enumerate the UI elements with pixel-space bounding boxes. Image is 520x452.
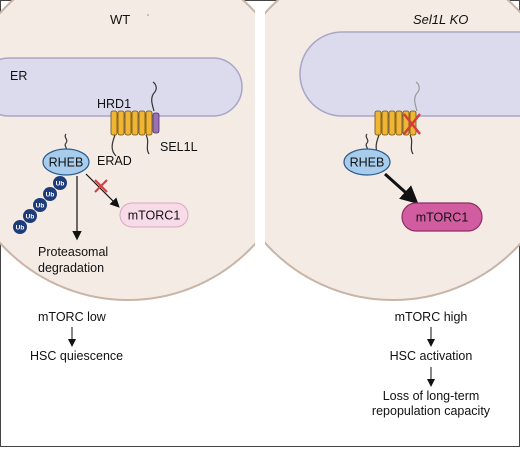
wt-outcome-hsc: HSC quiescence xyxy=(30,349,123,363)
wt-rheb-label: RHEB xyxy=(49,156,84,170)
ko-mtorc1 xyxy=(401,202,483,232)
sel1l-protein xyxy=(152,112,160,134)
ko-er-membrane xyxy=(299,31,520,117)
wt-mtorc1-label: mTORC1 xyxy=(128,209,181,223)
ubiquitin-chain: Ub Ub Ub Ub Ub xyxy=(13,176,67,234)
er-label: ER xyxy=(10,69,27,83)
ko-outcome-loss-line2: repopulation capacity xyxy=(372,404,491,418)
hrd1-label: HRD1 xyxy=(97,97,131,111)
ko-outcome-mtorc: mTORC high xyxy=(395,310,468,324)
ub-label: Ub xyxy=(26,214,35,221)
ko-mtorc1-label: mTORC1 xyxy=(416,211,469,225)
ub-label: Ub xyxy=(16,225,25,232)
wt-rheb xyxy=(42,148,90,176)
wt-inhibition-x-icon xyxy=(94,179,108,193)
ko-rheb-label: RHEB xyxy=(350,156,385,170)
sel1l-label: SEL1L xyxy=(160,140,198,154)
ko-rheb xyxy=(343,148,391,176)
wt-cell xyxy=(0,0,255,301)
ub-label: Ub xyxy=(36,203,45,210)
ub-label: Ub xyxy=(56,181,65,188)
ub-label: Ub xyxy=(46,192,55,199)
wt-rheb-mtorc1-arrow xyxy=(85,173,120,208)
erad-label: ERAD xyxy=(97,154,132,168)
ko-rheb-mtorc1-arrow xyxy=(383,172,419,205)
ko-sel1l-deleted-x-icon xyxy=(403,113,421,135)
wt-title: WT xyxy=(110,12,130,27)
ko-outcome-loss-line1: Loss of long-term xyxy=(383,389,480,403)
wt-hrd1-complex xyxy=(110,81,160,157)
ko-outcome-hsc: HSC activation xyxy=(390,349,473,363)
ko-title: Sel1L KO xyxy=(413,12,468,27)
wt-outcome-mtorc: mTORC low xyxy=(38,310,107,324)
proteasomal-line2: degradation xyxy=(38,261,104,275)
proteasomal-line1: Proteasomal xyxy=(38,245,108,259)
wt-mtorc1 xyxy=(119,202,189,228)
